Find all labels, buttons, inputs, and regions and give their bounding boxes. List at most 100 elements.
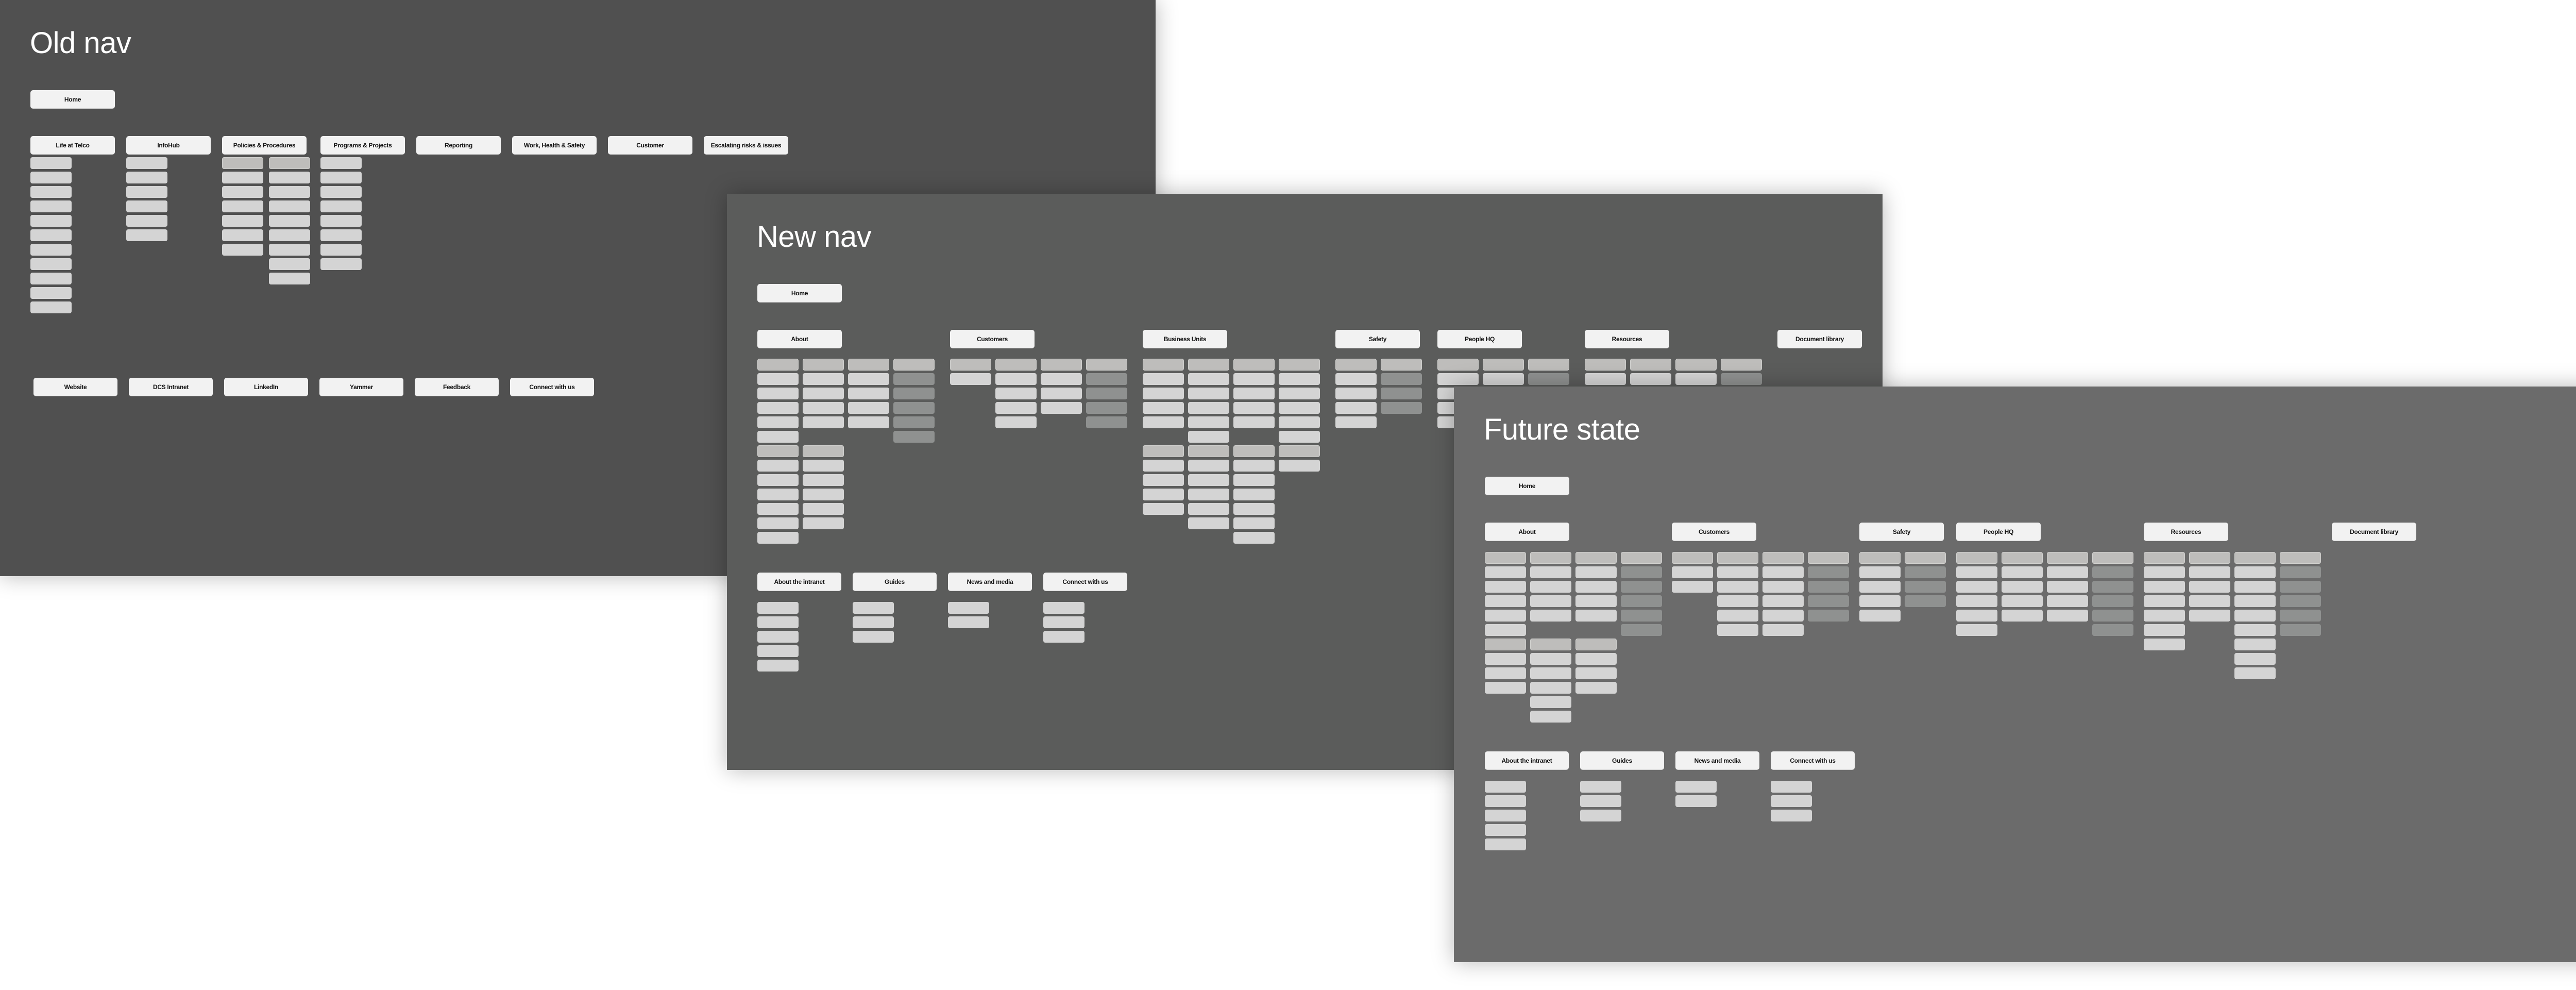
nav-page-item[interactable] <box>269 258 310 270</box>
subsection-heading-item[interactable] <box>1675 359 1717 371</box>
subsection-heading-item[interactable] <box>757 359 799 371</box>
nav-page-item[interactable] <box>1530 667 1571 679</box>
nav-page-item[interactable] <box>30 186 72 198</box>
nav-page-item[interactable] <box>1485 566 1526 578</box>
nav-home-button[interactable]: Home <box>757 284 842 303</box>
nav-page-item[interactable] <box>30 200 72 212</box>
nav-page-item[interactable] <box>1530 682 1571 694</box>
nav-page-item[interactable] <box>30 244 72 256</box>
nav-section-business-units[interactable]: Business Units <box>1143 330 1227 348</box>
nav-page-item[interactable] <box>2002 610 2043 622</box>
footer-link-news-and-media[interactable]: News and media <box>948 573 1032 591</box>
subsection-heading-item[interactable] <box>1437 359 1479 371</box>
nav-page-item[interactable] <box>893 431 935 443</box>
nav-page-item[interactable] <box>1143 402 1184 414</box>
nav-page-item[interactable] <box>126 186 167 198</box>
nav-page-item[interactable] <box>2234 610 2276 622</box>
subsection-heading-item[interactable] <box>1530 552 1571 564</box>
nav-section-people-hq[interactable]: People HQ <box>1956 523 2041 541</box>
nav-page-item[interactable] <box>30 172 72 183</box>
subsection-heading-item[interactable] <box>950 359 991 371</box>
nav-page-item[interactable] <box>853 616 894 628</box>
nav-page-item[interactable] <box>893 402 935 414</box>
subsection-heading-item[interactable] <box>2280 552 2321 564</box>
nav-page-item[interactable] <box>2144 581 2185 593</box>
nav-page-item[interactable] <box>1188 402 1229 414</box>
nav-page-item[interactable] <box>1859 581 1901 593</box>
nav-page-item[interactable] <box>1956 595 1997 607</box>
nav-page-item[interactable] <box>1188 431 1229 443</box>
nav-page-item[interactable] <box>757 489 799 500</box>
nav-page-item[interactable] <box>803 503 844 515</box>
subsection-heading-item[interactable] <box>269 157 310 169</box>
nav-page-item[interactable] <box>269 244 310 256</box>
nav-page-item[interactable] <box>1233 517 1275 529</box>
nav-page-item[interactable] <box>1762 610 1804 622</box>
nav-page-item[interactable] <box>1485 795 1526 807</box>
nav-page-item[interactable] <box>1621 610 1662 622</box>
nav-page-item[interactable] <box>2092 610 2133 622</box>
nav-page-item[interactable] <box>2280 624 2321 636</box>
nav-page-item[interactable] <box>1381 373 1422 385</box>
nav-page-item[interactable] <box>1485 781 1526 793</box>
nav-page-item[interactable] <box>2234 581 2276 593</box>
nav-section-escalating-risks-issues[interactable]: Escalating risks & issues <box>704 136 788 155</box>
nav-page-item[interactable] <box>30 287 72 299</box>
subsection-heading-item[interactable] <box>1143 445 1184 457</box>
nav-page-item[interactable] <box>948 602 989 614</box>
subsection-heading-item[interactable] <box>1530 639 1571 650</box>
nav-page-item[interactable] <box>1530 711 1571 723</box>
nav-page-item[interactable] <box>1859 566 1901 578</box>
nav-page-item[interactable] <box>1905 566 1946 578</box>
nav-page-item[interactable] <box>1233 474 1275 486</box>
nav-page-item[interactable] <box>757 503 799 515</box>
nav-page-item[interactable] <box>1233 402 1275 414</box>
nav-page-item[interactable] <box>2234 653 2276 665</box>
nav-page-item[interactable] <box>1771 795 1812 807</box>
subsection-heading-item[interactable] <box>1483 359 1524 371</box>
nav-section-life-at-telco[interactable]: Life at Telco <box>30 136 115 155</box>
nav-page-item[interactable] <box>757 416 799 428</box>
nav-page-item[interactable] <box>757 474 799 486</box>
nav-page-item[interactable] <box>995 373 1037 385</box>
subsection-heading-item[interactable] <box>2002 552 2043 564</box>
nav-page-item[interactable] <box>1956 610 1997 622</box>
footer-link-news-and-media[interactable]: News and media <box>1675 751 1759 770</box>
nav-page-item[interactable] <box>30 215 72 227</box>
nav-page-item[interactable] <box>853 602 894 614</box>
nav-page-item[interactable] <box>1621 566 1662 578</box>
nav-page-item[interactable] <box>1043 616 1084 628</box>
nav-page-item[interactable] <box>2234 667 2276 679</box>
subsection-heading-item[interactable] <box>1905 552 1946 564</box>
nav-section-work-health-safety[interactable]: Work, Health & Safety <box>512 136 597 155</box>
subsection-heading-item[interactable] <box>1859 552 1901 564</box>
nav-page-item[interactable] <box>1043 602 1084 614</box>
nav-section-infohub[interactable]: InfoHub <box>126 136 211 155</box>
nav-section-safety[interactable]: Safety <box>1335 330 1420 348</box>
nav-page-item[interactable] <box>2144 610 2185 622</box>
nav-page-item[interactable] <box>320 244 362 256</box>
subsection-heading-item[interactable] <box>1485 639 1526 650</box>
nav-page-item[interactable] <box>1335 402 1377 414</box>
nav-page-item[interactable] <box>2280 566 2321 578</box>
nav-page-item[interactable] <box>320 157 362 169</box>
footer-link-about-the-intranet[interactable]: About the intranet <box>757 573 841 591</box>
subsection-heading-item[interactable] <box>803 359 844 371</box>
nav-page-item[interactable] <box>1528 373 1569 385</box>
nav-page-item[interactable] <box>1143 503 1184 515</box>
nav-page-item[interactable] <box>1233 373 1275 385</box>
subsection-heading-item[interactable] <box>1575 552 1617 564</box>
subsection-heading-item[interactable] <box>1808 552 1849 564</box>
nav-page-item[interactable] <box>30 273 72 284</box>
nav-page-item[interactable] <box>2144 595 2185 607</box>
subsection-heading-item[interactable] <box>2144 552 2185 564</box>
nav-page-item[interactable] <box>1580 781 1621 793</box>
nav-page-item[interactable] <box>1041 402 1082 414</box>
nav-page-item[interactable] <box>1530 581 1571 593</box>
nav-page-item[interactable] <box>1675 373 1717 385</box>
subsection-heading-item[interactable] <box>848 359 889 371</box>
nav-page-item[interactable] <box>1575 566 1617 578</box>
nav-page-item[interactable] <box>2234 624 2276 636</box>
nav-page-item[interactable] <box>1086 416 1127 428</box>
subsection-heading-item[interactable] <box>1485 552 1526 564</box>
